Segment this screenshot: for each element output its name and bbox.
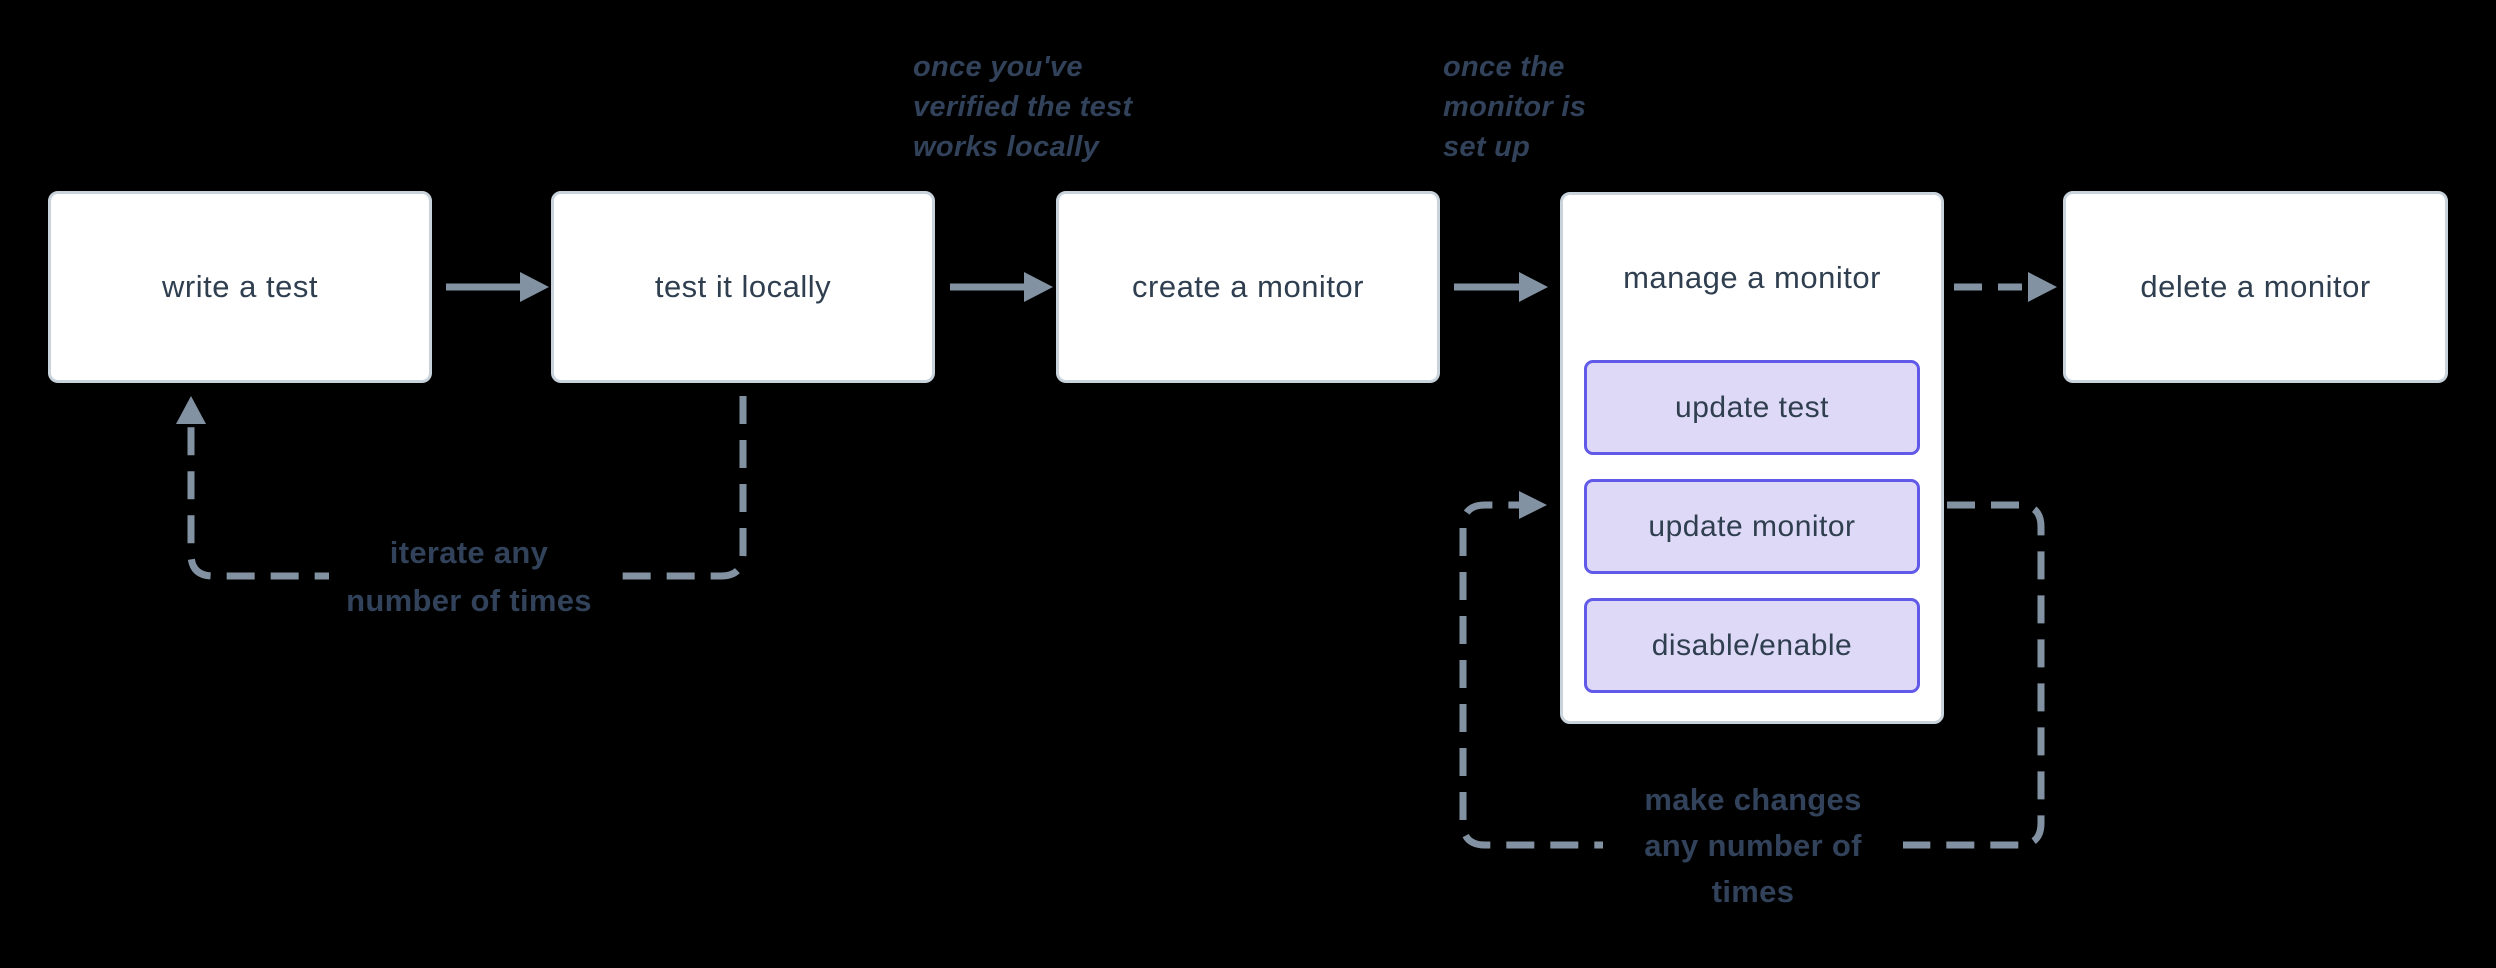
arrow-head-icon bbox=[176, 396, 206, 424]
manage-actions-stack: update test update monitor disable/enabl… bbox=[1584, 360, 1920, 693]
loop-label-iterate: iterate any number of times bbox=[329, 529, 609, 625]
loop-label-line: make changes bbox=[1644, 782, 1862, 817]
arrow-create-to-manage bbox=[1454, 272, 1548, 302]
action-update-test: update test bbox=[1584, 360, 1920, 455]
node-label: manage a monitor bbox=[1623, 259, 1881, 295]
action-label: update test bbox=[1675, 390, 1829, 424]
node-delete-a-monitor: delete a monitor bbox=[2063, 191, 2448, 383]
node-write-a-test: write a test bbox=[48, 191, 432, 383]
node-label: create a monitor bbox=[1132, 269, 1364, 304]
note-line: set up bbox=[1443, 131, 1531, 163]
note-line: once the bbox=[1443, 51, 1565, 83]
action-label: update monitor bbox=[1648, 509, 1856, 543]
node-create-a-monitor: create a monitor bbox=[1056, 191, 1440, 383]
arrow-head-icon bbox=[2028, 272, 2057, 302]
loop-label-line: iterate any bbox=[389, 535, 549, 570]
action-disable-enable: disable/enable bbox=[1584, 598, 1920, 693]
note-line: verified the test bbox=[913, 91, 1133, 123]
loop-label-line: times bbox=[1711, 874, 1795, 909]
node-label: write a test bbox=[162, 269, 318, 304]
loop-label-line: any number of bbox=[1644, 828, 1862, 863]
note-once-verified-locally: once you've verified the test works loca… bbox=[913, 47, 1132, 167]
arrow-head-icon bbox=[520, 272, 549, 302]
arrow-head-icon bbox=[1519, 272, 1548, 302]
arrow-manage-to-delete-dashed bbox=[1954, 272, 2057, 302]
node-test-it-locally: test it locally bbox=[551, 191, 935, 383]
node-label: delete a monitor bbox=[2140, 269, 2371, 304]
action-update-monitor: update monitor bbox=[1584, 479, 1920, 574]
loop-label-make-changes: make changes any number of times bbox=[1603, 777, 1903, 915]
node-manage-a-monitor: manage a monitor update test update moni… bbox=[1560, 192, 1944, 724]
loop-label-line: number of times bbox=[346, 583, 592, 618]
note-once-monitor-set-up: once the monitor is set up bbox=[1443, 47, 1586, 167]
arrow-head-icon bbox=[1024, 272, 1053, 302]
arrow-test-to-create bbox=[950, 272, 1053, 302]
node-label: test it locally bbox=[654, 269, 832, 304]
note-line: works locally bbox=[913, 131, 1100, 163]
arrow-write-to-test bbox=[446, 272, 549, 302]
arrow-head-icon bbox=[1519, 491, 1547, 519]
action-label: disable/enable bbox=[1651, 628, 1853, 662]
note-line: once you've bbox=[913, 51, 1083, 83]
note-line: monitor is bbox=[1443, 91, 1587, 123]
